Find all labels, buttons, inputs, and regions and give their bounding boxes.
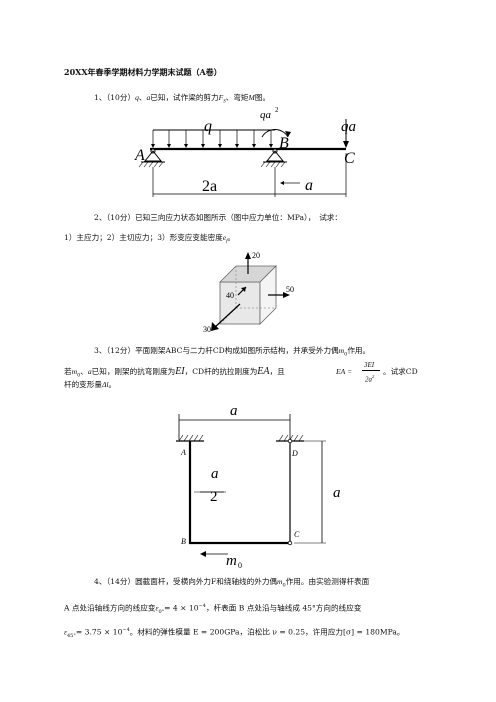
q3-frac-lhs: EA = — [336, 367, 353, 376]
frame-dim-top: a — [230, 403, 238, 419]
q3-line2-sym-a: a — [87, 367, 92, 376]
beam-force-qa-label: qa — [341, 119, 356, 135]
q2-sym-e: e — [222, 233, 227, 242]
q4-eps2: ε — [64, 627, 67, 637]
q4-line1: 4、（14分）圆截面杆，受横向外力F和绕轴线的外力偶m0作用。由实验测得杆表面 — [94, 577, 369, 591]
q1-text-mid: 已知，试作梁的剪力 — [150, 93, 219, 102]
q3-sym-EA: EA — [257, 366, 270, 377]
q3-line2-d: ，CD杆的抗拉刚度为 — [184, 367, 258, 376]
frame-moment: m — [226, 553, 237, 569]
q3-line1: 3、（12分）平面刚架ABC与二力杆CD构成如图所示结构，并承受外力偶m0作用。 — [94, 346, 370, 360]
frame-dim-right: a — [333, 485, 341, 501]
q4-sub-0: 0 — [282, 582, 286, 589]
beam-moment-exp: 2 — [275, 106, 279, 114]
q4-eps2-val: = 3.75 × 10 — [75, 627, 123, 637]
stress-40-label: 40 — [226, 291, 234, 300]
q3-line2-sym-m: m — [71, 367, 78, 376]
q4-eps1-sub: 0° — [158, 609, 165, 616]
frame-label-B: B — [181, 537, 186, 546]
q1-sep: 、 — [138, 93, 147, 102]
q4-eps1-val: = 4 × 10 — [164, 603, 199, 613]
beam-dim-2a: 2a — [202, 178, 217, 195]
q4-line2-pre: A 点处沿轴线方向的线应变 — [64, 603, 156, 613]
beam-dim-a: a — [305, 177, 313, 194]
q4-line3-text: 。材料的弹性模量 E = 200GPa，泊松比 ν = 0.25，许用应力[σ]… — [129, 627, 405, 637]
q3-line2-e: ，且 — [269, 367, 285, 376]
q3-line3-pre: 杆的变形量 — [64, 380, 102, 389]
q3-sym-dl: Δl — [101, 380, 109, 389]
q2-line2: 1）主应力；2）主切应力；3）形变应变能密度ef。 — [64, 233, 235, 248]
q1-sym-M: M — [248, 93, 255, 102]
q3-line2-c: 已知，刚架的抗弯刚度为 — [91, 367, 176, 376]
q1-sym-F: F — [218, 93, 224, 102]
q1-text-mid2: 、弯矩 — [225, 93, 249, 102]
q3-frac-den-exp: 2 — [372, 374, 375, 379]
q4-eps1-exp: −4 — [198, 603, 206, 609]
q1-text: 1、（10分）q、a已知，试作梁的剪力FS、弯矩M图。 — [94, 93, 270, 108]
q3-line3: 杆的变形量Δl。 — [64, 380, 116, 390]
q3-frac-den: 2a2 — [365, 372, 374, 384]
stress-30-label: 30 — [203, 325, 211, 334]
q1-sub-S: S — [223, 99, 226, 105]
q4-line2-end: ，杆表面 B 点处沿与轴线成 45°方向的线应变 — [205, 603, 362, 613]
q3-line1-end: 作用。 — [347, 346, 371, 355]
q3-sub-0: 0 — [344, 351, 348, 358]
q3-line2: 若m0、a已知，刚架的抗弯刚度为EI，CD杆的抗拉刚度为EA，且 — [64, 367, 285, 381]
q3-line3-end: 。 — [108, 380, 117, 389]
q2-line2-pre: 1）主应力；2）主切应力；3）形变应变能密度 — [64, 233, 223, 242]
q4-eps2-sub: 45° — [67, 633, 76, 640]
frame-moment-sub: 0 — [238, 561, 242, 570]
q4-line1-end: 作用。由实验测得杆表面 — [285, 577, 370, 586]
q3-frac-bar — [362, 370, 380, 371]
q4-eps2-exp: −4 — [122, 627, 130, 633]
q4-sym-m: m — [277, 577, 283, 586]
q3-line2-b: 、 — [80, 367, 88, 376]
q3-sym-EI: EI — [175, 366, 185, 377]
frame-label-C: C — [294, 530, 300, 539]
q3-line2-sub-0: 0 — [77, 372, 81, 379]
beam-load-q-label: q — [204, 118, 212, 135]
q1-text-end: 图。 — [254, 93, 271, 102]
beam-moment-label: qa — [260, 109, 272, 121]
frame-half-den: 2 — [210, 489, 218, 505]
q4-eps1: ε — [155, 603, 159, 613]
q1-sym-q: q — [135, 93, 139, 102]
q3-line1-pre: 3、（12分）平面刚架ABC与二力杆CD构成如图所示结构，并承受外力偶 — [94, 346, 339, 355]
stress-20-label: 20 — [252, 251, 260, 260]
q2-line1: 2、（10分）已知三向应力状态如图所示（图中应力单位：MPa）， 试求： — [94, 213, 342, 222]
q3-sym-m: m — [338, 346, 345, 355]
frame-label-D: D — [291, 449, 298, 458]
q4-line1-pre: 4、（14分）圆截面杆，受横向外力F和绕轴线的外力偶 — [94, 577, 278, 586]
beam-label-B: B — [279, 135, 289, 152]
q3-frac-num: 3EI — [364, 361, 375, 369]
q4-line3: ε45°= 3.75 × 10−4。材料的弹性模量 E = 200GPa，泊松比… — [64, 625, 404, 641]
frame-label-A: A — [180, 448, 186, 457]
frame-half-num: a — [211, 466, 219, 482]
q1-sym-a: a — [146, 93, 151, 102]
exam-title: 20XX年春季学期材料力学期末试题（A卷） — [64, 67, 222, 77]
q2-sub-f: f — [226, 239, 228, 245]
beam-label-C: C — [344, 150, 355, 167]
q3-line2-f: 。试求CD — [383, 367, 418, 376]
q3-line2-a: 若 — [64, 367, 72, 376]
stress-50-label: 50 — [286, 285, 294, 294]
q3-frac-den-val: 2a — [365, 375, 372, 384]
q1-prefix: 1、（10分） — [94, 93, 136, 102]
q2-line2-end: 。 — [227, 233, 236, 242]
q4-line2: A 点处沿轴线方向的线应变ε0°= 4 × 10−4，杆表面 B 点处沿与轴线成… — [64, 601, 361, 617]
beam-label-A: A — [134, 147, 145, 164]
